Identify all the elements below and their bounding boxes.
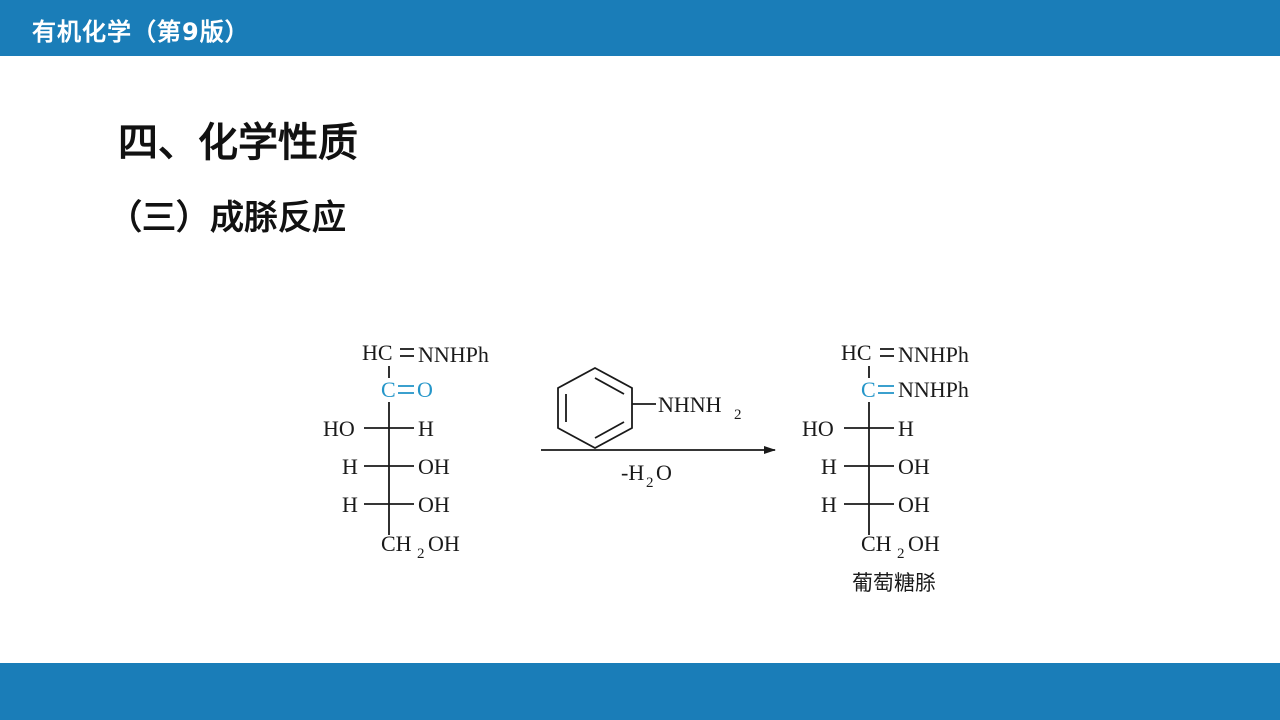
reagent-phenylhydrazine: NHNH 2 — [557, 366, 742, 450]
reactant-row3-left: HO — [323, 416, 355, 441]
book-title: 有机化学（第9版） — [32, 18, 250, 46]
benzene-inner-bond-1 — [594, 377, 625, 395]
reactant-bottom-tail: OH — [428, 531, 460, 556]
reactant-row4-right: OH — [418, 454, 450, 479]
product-c2-left: C — [861, 377, 876, 402]
reactant-bottom-main: CH — [381, 531, 412, 556]
product-c1-right: NNHPh — [898, 342, 969, 367]
product-bottom-main: CH — [861, 531, 892, 556]
reactant-c1-left: HC — [362, 340, 393, 365]
product-bottom-tail: OH — [908, 531, 940, 556]
section-title: 四、化学性质 — [118, 120, 358, 166]
subsection-title: （三）成脎反应 — [108, 198, 346, 238]
reagent-group-sub: 2 — [734, 407, 742, 423]
header-bar: 有机化学（第9版） — [0, 0, 1280, 56]
product-row3-right: H — [898, 416, 914, 441]
product-row3-left: HO — [802, 416, 834, 441]
product-name: 葡萄糖脎 — [852, 571, 936, 595]
condition-tail: O — [656, 460, 672, 485]
reactant-c2-right: O — [417, 377, 433, 402]
product-structure: HC NNHPh C NNHPh HO H H OH H OH CH 2 OH … — [802, 340, 969, 595]
product-c2-right: NNHPh — [898, 377, 969, 402]
product-row5-right: OH — [898, 492, 930, 517]
product-row4-right: OH — [898, 454, 930, 479]
reactant-bottom-sub: 2 — [417, 546, 425, 562]
benzene-inner-bond-2 — [594, 421, 625, 439]
product-row4-left: H — [821, 454, 837, 479]
reactant-structure: HC NNHPh C O HO H H OH H OH CH 2 OH — [323, 340, 489, 562]
condition-sub: 2 — [646, 475, 654, 491]
product-row5-left: H — [821, 492, 837, 517]
condition-prefix: -H — [621, 460, 644, 485]
reaction-condition: -H 2 O — [621, 460, 672, 491]
reactant-c2-left: C — [381, 377, 396, 402]
product-c1-left: HC — [841, 340, 872, 365]
reactant-row5-right: OH — [418, 492, 450, 517]
reactant-row3-right: H — [418, 416, 434, 441]
reactant-row5-left: H — [342, 492, 358, 517]
reactant-c1-right: NNHPh — [418, 342, 489, 367]
benzene-ring — [557, 366, 633, 450]
reactant-row4-left: H — [342, 454, 358, 479]
reagent-group-main: NHNH — [658, 392, 722, 417]
product-bottom-sub: 2 — [897, 546, 905, 562]
footer-bar — [0, 663, 1280, 720]
